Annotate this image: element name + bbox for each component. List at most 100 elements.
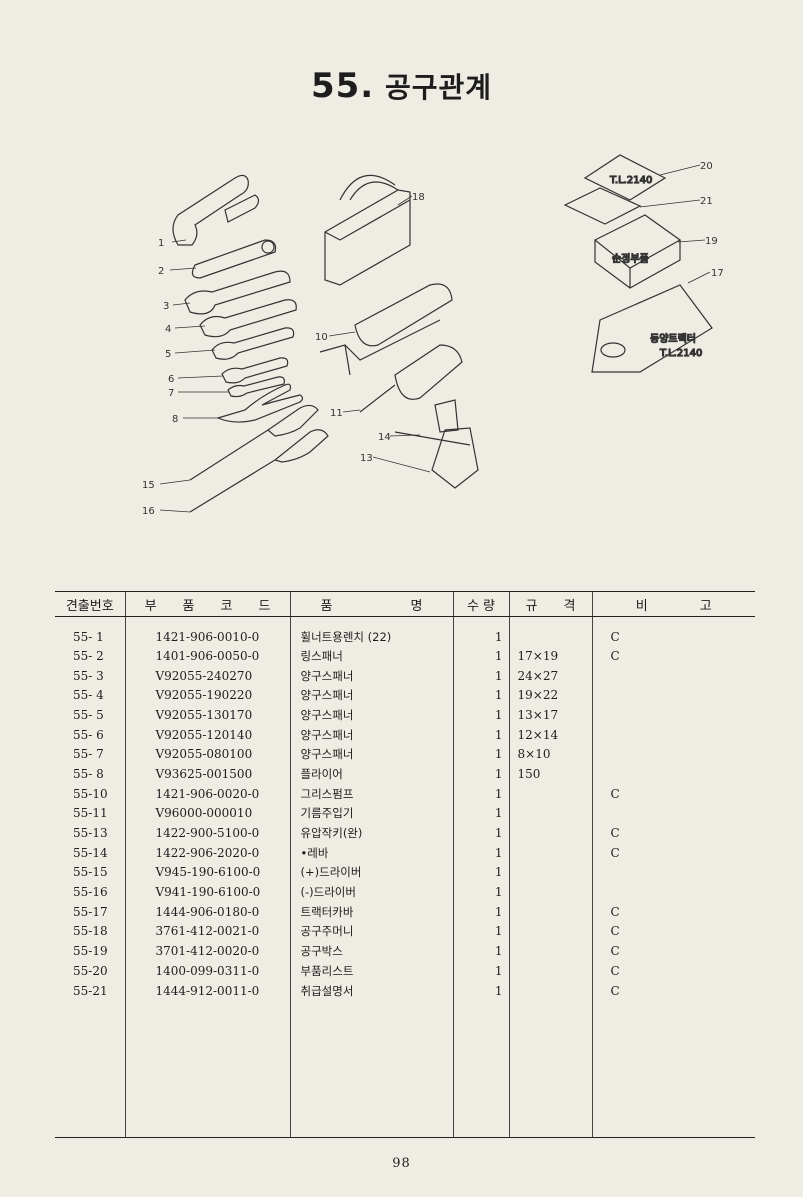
quantity: 1 — [452, 616, 509, 646]
remark: C — [591, 783, 755, 804]
table-header-row: 견출번호 부 품 코 드 품 명 수 량 규 격 비 고 — [55, 591, 755, 617]
part-name: 양구스패너 — [289, 685, 453, 706]
header-part-code: 부 품 코 드 — [124, 591, 290, 617]
quantity: 1 — [452, 862, 509, 883]
parts-table: 견출번호 부 품 코 드 품 명 수 량 규 격 비 고 55- 1 1421-9… — [55, 591, 755, 1139]
ref-no: 55-15 — [73, 865, 108, 880]
callout-17: 17 — [711, 268, 724, 279]
callout-3: 3 — [163, 301, 169, 312]
part-code: 1421-906-0020-0 — [124, 783, 290, 804]
ref-no: 55- 6 — [73, 727, 104, 742]
callout-13: 13 — [360, 453, 373, 464]
spec — [508, 901, 592, 922]
quantity: 1 — [452, 823, 509, 843]
remark — [591, 764, 755, 784]
callout-14: 14 — [378, 432, 391, 443]
svg-text:T.L.2140: T.L.2140 — [609, 175, 652, 186]
part-code: V92055-120140 — [124, 724, 290, 745]
spanner-24x27-drawing — [184, 270, 291, 315]
page-title: 55. 공구관계 — [0, 66, 803, 106]
part-code: 1401-906-0050-0 — [124, 646, 290, 666]
part-name: 공구주머니 — [289, 921, 453, 942]
tool-box-drawing — [593, 214, 682, 289]
callout-6: 6 — [168, 374, 174, 385]
ref-no: 55-21 — [73, 983, 108, 998]
ref-no: 55-18 — [73, 924, 108, 939]
ref-no: 55- 5 — [73, 707, 104, 722]
page-number: 98 — [392, 1156, 411, 1171]
oil-can-drawing — [394, 344, 463, 400]
remark — [591, 744, 755, 765]
quantity: 1 — [452, 961, 509, 981]
remark — [591, 685, 755, 706]
ref-no: 55-16 — [73, 885, 108, 900]
spec — [508, 941, 592, 961]
spanner-8x10-drawing — [227, 376, 285, 398]
part-code: 1422-900-5100-0 — [124, 823, 290, 843]
remark: C — [591, 961, 755, 981]
ref-no: 55- 3 — [73, 668, 104, 683]
quantity: 1 — [452, 705, 509, 725]
quantity: 1 — [452, 744, 509, 765]
part-code: 1444-906-0180-0 — [124, 901, 290, 922]
ref-no: 55- 4 — [73, 688, 104, 703]
callout-18: 18 — [412, 192, 425, 203]
remark: C — [591, 616, 755, 646]
part-code: V92055-240270 — [124, 665, 290, 686]
spec: 8×10 — [508, 744, 592, 765]
remark: C — [591, 842, 755, 863]
part-code: 3701-412-0020-0 — [124, 941, 290, 961]
spanner-19x22-drawing — [199, 299, 297, 338]
quantity: 1 — [452, 941, 509, 961]
part-code: V92055-080100 — [124, 744, 290, 765]
cover-label: 동양트랙터 — [650, 333, 696, 345]
ref-no: 55-13 — [73, 826, 108, 841]
remark — [591, 803, 755, 824]
part-name: 양구스패너 — [289, 744, 453, 765]
remark — [591, 724, 755, 745]
remark: C — [591, 921, 755, 942]
part-code: V945-190-6100-0 — [124, 862, 290, 883]
quantity: 1 — [452, 803, 509, 824]
phillips-screwdriver-drawing — [189, 404, 319, 481]
part-code: V941-190-6100-0 — [124, 882, 290, 902]
ref-no: 55- 7 — [73, 747, 104, 762]
header-remarks: 비 고 — [591, 591, 755, 617]
part-name: 취급설명서 — [289, 980, 453, 1001]
part-code: 3761-412-0021-0 — [124, 921, 290, 942]
spec — [508, 616, 592, 646]
part-name: 유압작키(완) — [289, 823, 453, 843]
callout-4: 4 — [165, 324, 171, 335]
quantity: 1 — [452, 842, 509, 863]
wheel-nut-wrench-drawing — [172, 174, 249, 246]
ref-no: 55-20 — [73, 963, 108, 978]
part-code: V96000-000010 — [124, 803, 290, 824]
ref-no: 55- 1 — [73, 629, 104, 644]
remark — [591, 665, 755, 686]
spec — [508, 961, 592, 981]
spec — [508, 842, 592, 863]
part-code: 1422-906-2020-0 — [124, 842, 290, 863]
spec — [508, 921, 592, 942]
part-name: 그리스펌프 — [289, 783, 453, 804]
manual-booklet-drawing — [563, 187, 642, 225]
header-quantity: 수 량 — [452, 591, 509, 617]
part-code: V93625-001500 — [124, 764, 290, 784]
ref-no: 55-14 — [73, 845, 108, 860]
callout-10: 10 — [315, 332, 328, 343]
ref-no: 55-11 — [73, 806, 108, 821]
ref-no: 55-19 — [73, 944, 108, 959]
parts-list-booklet-drawing — [583, 154, 667, 201]
